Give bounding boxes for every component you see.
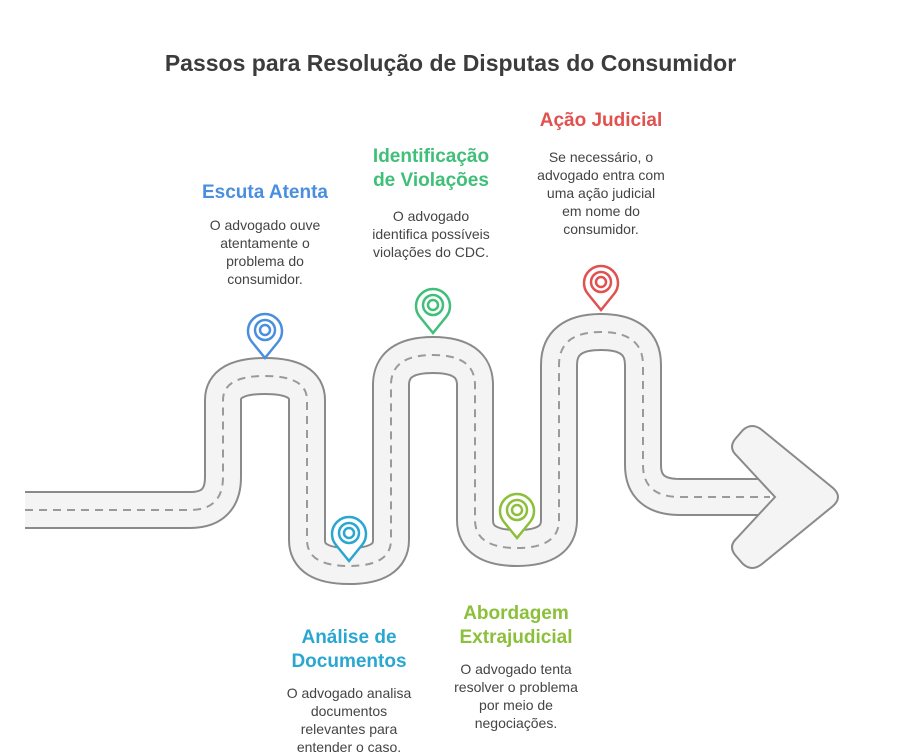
step-title-analise-documentos: Análise de Documentos xyxy=(291,627,407,672)
marker-analise-documentos xyxy=(330,515,368,563)
step-title-escuta-atenta: Escuta Atenta xyxy=(202,182,328,203)
step-desc-abordagem-extrajudicial: O advogado tenta resolver o problema por… xyxy=(454,661,578,731)
step-desc-acao-judicial: Se necessário, o advogado entra com uma … xyxy=(537,149,665,237)
marker-escuta-atenta xyxy=(246,312,284,360)
marker-identificacao-violacoes xyxy=(414,287,452,335)
marker-acao-judicial xyxy=(582,264,620,312)
road-center-dashes xyxy=(25,331,770,567)
step-title-acao-judicial: Ação Judicial xyxy=(539,110,663,131)
step-title-identificacao-violacoes: Identificação de Violações xyxy=(372,146,490,191)
arrow-head xyxy=(731,425,839,569)
step-desc-escuta-atenta: O advogado ouve atentamente o problema d… xyxy=(209,217,321,287)
step-title-abordagem-extrajudicial: Abordagem Extrajudicial xyxy=(459,603,573,648)
step-desc-analise-documentos: O advogado analisa documentos relevantes… xyxy=(286,685,412,755)
diagram-title: Passos para Resolução de Disputas do Con… xyxy=(164,50,737,76)
step-desc-identificacao-violacoes: O advogado identifica possíveis violaçõe… xyxy=(372,208,490,260)
marker-abordagem-extrajudicial xyxy=(498,492,536,540)
